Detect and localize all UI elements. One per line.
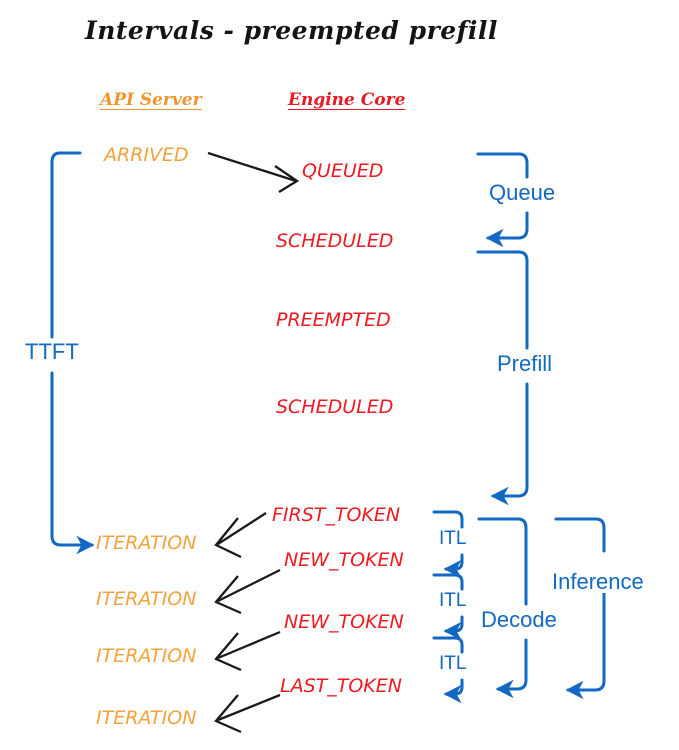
interval-label-ttft: TTFT — [22, 341, 82, 363]
event-arrived: ARRIVED — [104, 144, 189, 166]
arrow-new-token-to-iteration-2 — [214, 630, 281, 672]
column-header-engine-core: Engine Core — [288, 90, 406, 110]
bracket-itl-1 — [432, 510, 464, 579]
event-scheduled-2: SCHEDULED — [276, 396, 394, 418]
arrow-arrived-to-queued — [207, 151, 300, 193]
interval-label-itl-1: ITL — [436, 529, 470, 548]
page-title: Intervals - preempted prefill — [85, 16, 498, 45]
event-first-token: FIRST_TOKEN — [272, 504, 401, 526]
arrow-last-token-to-iteration — [214, 693, 281, 734]
bracket-itl-2 — [432, 573, 464, 641]
event-queued: QUEUED — [302, 160, 384, 182]
arrow-new-token-to-iteration-1 — [214, 568, 281, 615]
event-scheduled-1: SCHEDULED — [276, 230, 394, 252]
bracket-itl-3 — [432, 636, 464, 704]
arrow-first-token-to-iteration — [214, 512, 267, 559]
bracket-inference — [554, 517, 606, 700]
interval-label-inference: Inference — [549, 571, 647, 593]
interval-label-prefill: Prefill — [494, 353, 556, 375]
event-new-token-1: NEW_TOKEN — [284, 549, 404, 571]
event-iteration-4: ITERATION — [96, 707, 197, 729]
bracket-queue — [476, 152, 529, 248]
event-last-token: LAST_TOKEN — [280, 675, 402, 697]
interval-label-itl-3: ITL — [436, 654, 470, 673]
event-preempted: PREEMPTED — [276, 309, 391, 331]
event-iteration-2: ITERATION — [96, 588, 197, 610]
column-header-api-server: API Server — [100, 90, 202, 110]
interval-label-itl-2: ITL — [436, 591, 470, 610]
interval-label-queue: Queue — [486, 182, 559, 204]
event-iteration-1: ITERATION — [96, 532, 197, 554]
bracket-prefill — [476, 250, 529, 506]
interval-label-decode: Decode — [478, 609, 560, 631]
bracket-ttft — [50, 151, 95, 555]
bracket-decode — [477, 517, 528, 699]
event-new-token-2: NEW_TOKEN — [284, 611, 404, 633]
event-iteration-3: ITERATION — [96, 645, 197, 667]
